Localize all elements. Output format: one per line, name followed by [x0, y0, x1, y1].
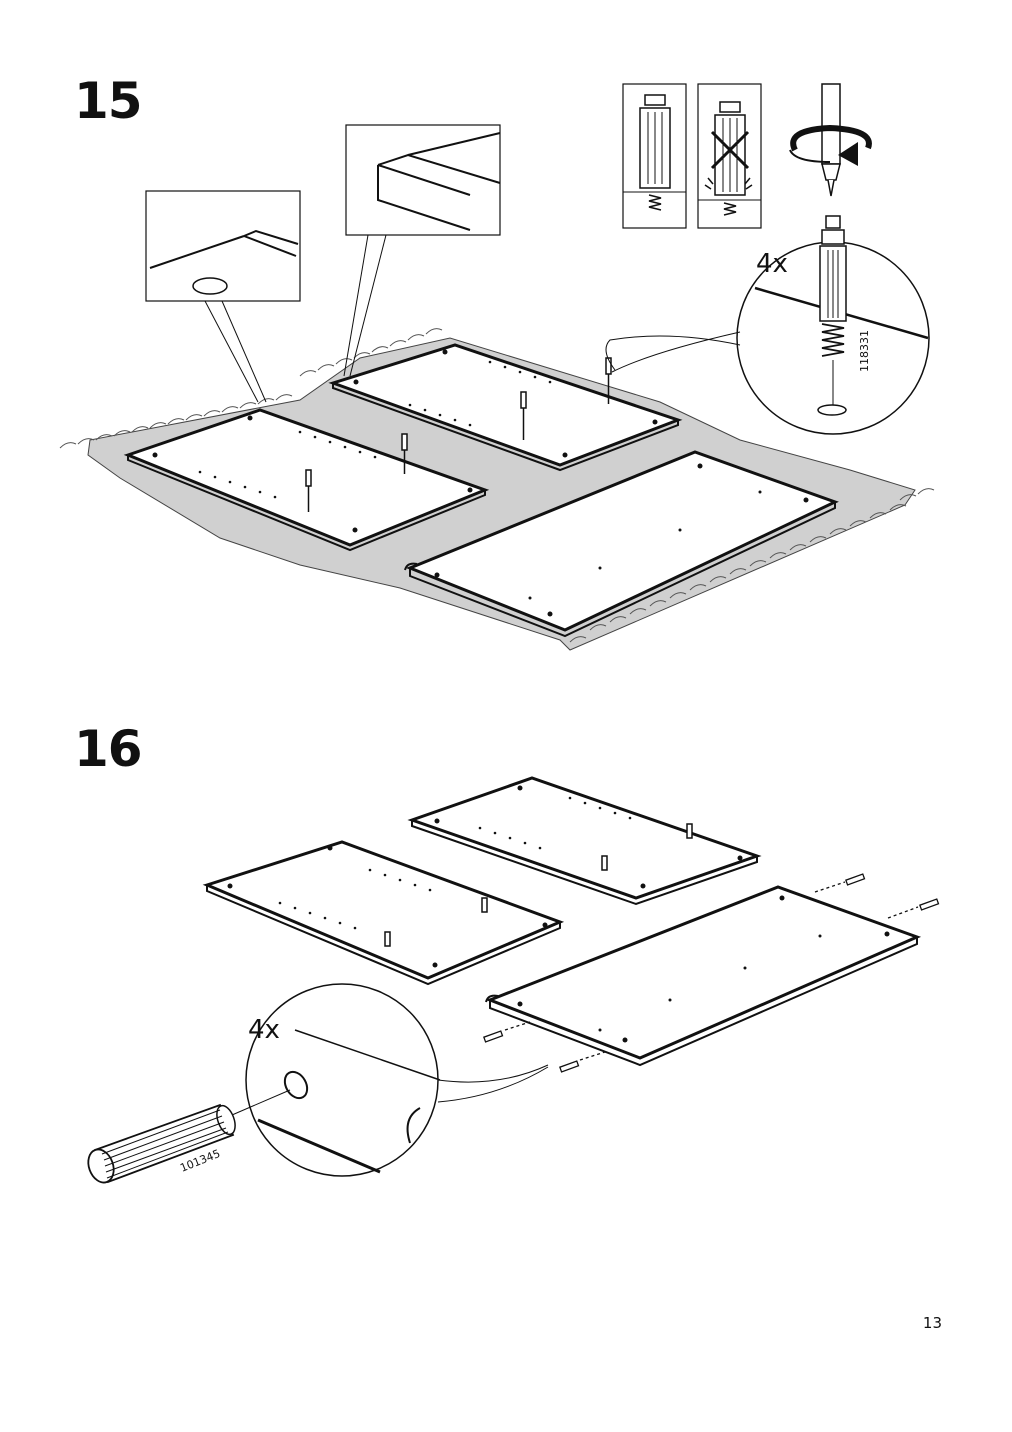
panel-shelf-16 — [483, 873, 940, 1073]
mat-fringe — [59, 328, 935, 643]
detail-circle-cam-lock — [605, 215, 930, 435]
panel-top-16 — [407, 776, 762, 906]
panel-top — [328, 343, 683, 472]
incorrect-installation-box — [697, 83, 762, 229]
screwdriver-icon — [789, 83, 872, 197]
step-16-illustration: 4x 101345 — [87, 776, 940, 1184]
dowel-icon — [87, 1103, 236, 1184]
page-number: 13 — [922, 1314, 942, 1332]
detail-box-edge — [343, 124, 501, 377]
step-16-number: 16 — [74, 720, 143, 778]
panel-left — [123, 408, 490, 552]
floor-mat — [87, 337, 916, 651]
step-15-part-code: 118331 — [858, 330, 871, 372]
detail-box-hole — [145, 190, 301, 403]
step-15-number: 15 — [74, 72, 143, 130]
step-15-illustration: 4x 118331 — [59, 83, 935, 651]
correct-installation-box — [622, 83, 687, 229]
step-15-quantity: 4x — [756, 249, 788, 279]
panel-left-16 — [202, 840, 565, 986]
panel-shelf — [404, 450, 839, 638]
detail-circle-dowel — [231, 983, 549, 1177]
step-16-quantity: 4x — [248, 1015, 280, 1045]
